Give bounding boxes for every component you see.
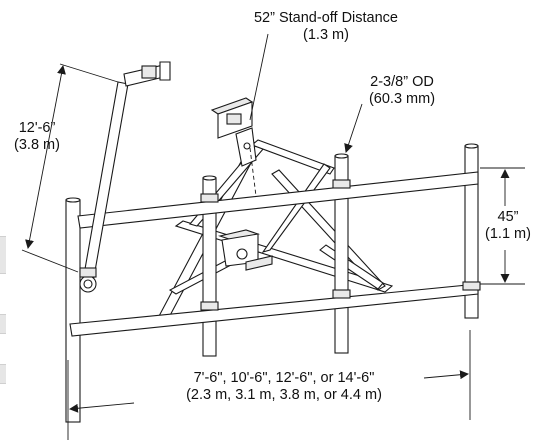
od-imperial: 2-3/8” OD bbox=[370, 74, 434, 90]
mast-height-metric: (3.8 m) bbox=[14, 137, 60, 153]
pipe-length-label: 7'-6", 10'-6", 12'-6", or 14'-6" (2.3 m,… bbox=[144, 370, 424, 404]
mast-height-imperial: 12'-6” bbox=[18, 120, 56, 136]
side-mast bbox=[79, 61, 171, 293]
edge-tab bbox=[0, 364, 6, 384]
standoff-metric: (1.3 m) bbox=[303, 27, 349, 43]
pipe-length-arrow-left bbox=[69, 402, 135, 413]
mast-height-dimension bbox=[25, 65, 66, 249]
edge-tab bbox=[0, 236, 6, 274]
od-leader bbox=[344, 103, 363, 153]
standoff-imperial: 52” Stand-off Distance bbox=[253, 10, 398, 26]
edge-tab bbox=[0, 314, 6, 334]
mast-top-extension bbox=[59, 63, 119, 83]
mast-bottom-extension bbox=[21, 249, 79, 273]
rail-spacing-imperial: 45” bbox=[497, 209, 519, 225]
pipe-length-metric: (2.3 m, 3.1 m, 3.8 m, or 4.4 m) bbox=[186, 387, 382, 403]
pipe-length-imperial: 7'-6", 10'-6", 12'-6", or 14'-6" bbox=[193, 370, 375, 386]
mast-height-label: 12'-6” (3.8 m) bbox=[2, 120, 72, 154]
standoff-dashed bbox=[249, 147, 257, 197]
standoff-label: 52” Stand-off Distance (1.3 m) bbox=[206, 10, 446, 44]
pipe-length-arrow-right bbox=[423, 370, 469, 380]
top-bracket bbox=[210, 97, 257, 167]
lower-bracket bbox=[217, 229, 273, 271]
od-label: 2-3/8” OD (60.3 mm) bbox=[332, 74, 472, 108]
rail-spacing-metric: (1.1 m) bbox=[485, 226, 531, 242]
pipe-clamps bbox=[200, 179, 481, 311]
rail-spacing-label: 45” (1.1 m) bbox=[472, 209, 543, 243]
standoff-leader bbox=[249, 33, 269, 121]
od-metric: (60.3 mm) bbox=[368, 91, 436, 107]
